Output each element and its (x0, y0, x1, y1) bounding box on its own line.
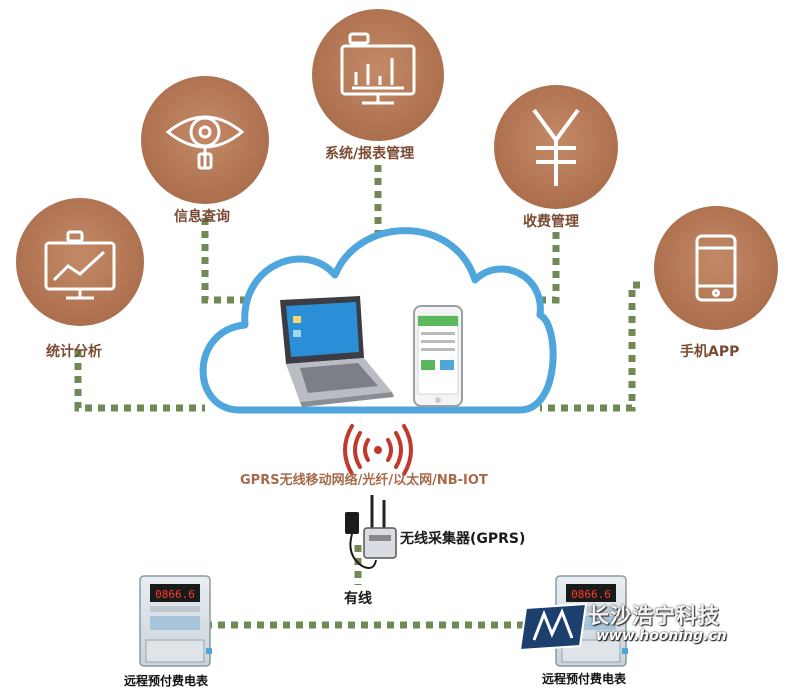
brand-url: www.hooning.cn (596, 628, 727, 644)
meter-left-label: 远程预付费电表 (124, 674, 209, 688)
collector-label: 无线采集器(GPRS) (400, 531, 526, 547)
meter-left (139, 575, 212, 667)
line-mobile (540, 281, 640, 412)
meter-right-label: 远程预付费电表 (542, 672, 627, 686)
node-billing (494, 85, 618, 209)
wireless-signal-icon (343, 424, 413, 476)
yen-icon (532, 108, 580, 186)
report-monitor-icon (340, 32, 416, 105)
connection-lines (74, 165, 640, 629)
line-billing (510, 232, 560, 304)
node-mobile (654, 206, 778, 330)
label-query: 信息查询 (174, 209, 230, 225)
line-stats (74, 350, 205, 412)
laptop-icon (280, 296, 394, 407)
meter-left-reading: 0866.6 (155, 588, 195, 601)
brand-logo-icon (518, 602, 588, 652)
wired-label: 有线 (344, 591, 372, 607)
chart-monitor-icon (44, 230, 116, 300)
label-stats: 统计分析 (46, 344, 102, 360)
node-system (312, 9, 444, 141)
node-query (141, 76, 269, 204)
node-stats (16, 198, 144, 326)
label-system: 系统/报表管理 (325, 146, 415, 162)
brand-name: 长沙浩宁科技 (588, 604, 720, 628)
collector-device-icon (345, 495, 397, 569)
network-label: GPRS无线移动网络/光纤/以太网/NB-IOT (240, 473, 488, 488)
eye-search-icon (165, 115, 245, 170)
line-query (201, 218, 255, 304)
meter-right-reading: 0866.6 (571, 588, 611, 601)
phone-icon (413, 305, 463, 407)
label-mobile: 手机APP (680, 344, 740, 360)
smartphone-icon (695, 234, 737, 302)
label-billing: 收费管理 (523, 214, 579, 230)
